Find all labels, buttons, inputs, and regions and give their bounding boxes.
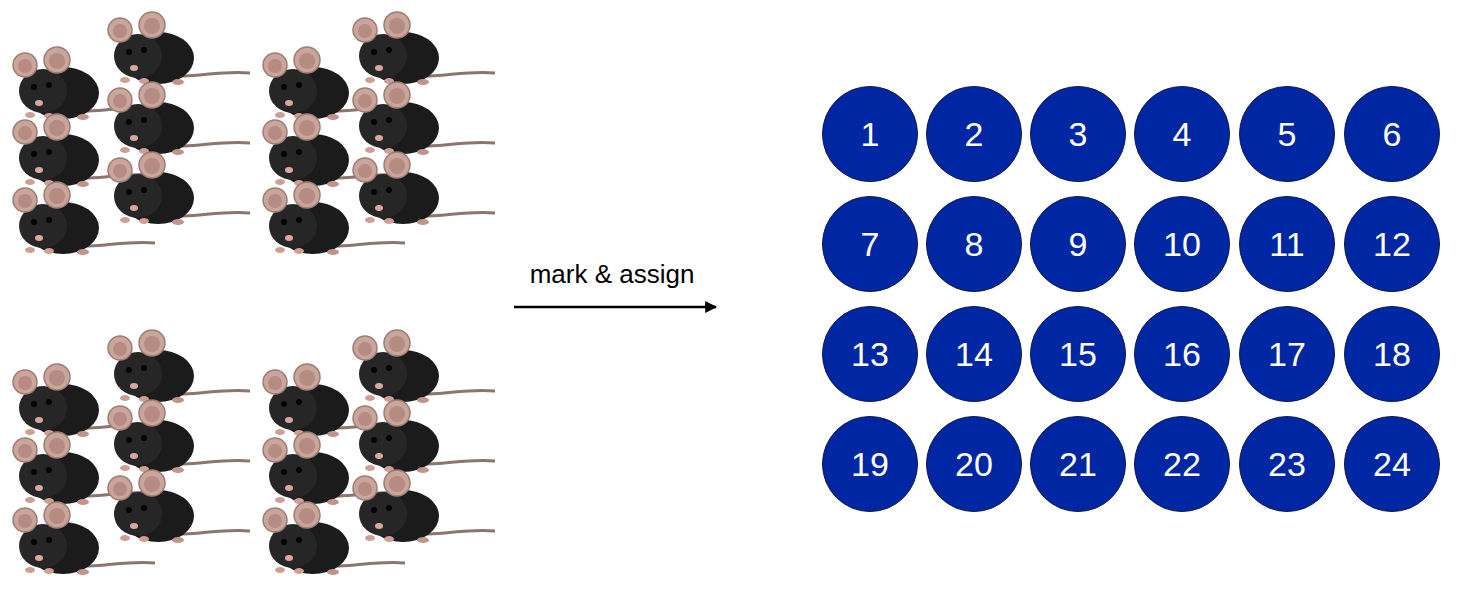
mouse — [108, 330, 250, 403]
group-number: 13 — [851, 337, 889, 371]
group-circle: 14 — [926, 306, 1022, 402]
group-number: 15 — [1059, 337, 1097, 371]
group-circle: 19 — [822, 416, 918, 512]
group-number: 17 — [1268, 337, 1306, 371]
group-number: 4 — [1173, 117, 1192, 151]
group-number: 7 — [861, 227, 880, 261]
group-circle: 9 — [1030, 196, 1126, 292]
group-number: 5 — [1278, 117, 1297, 151]
group-number: 6 — [1383, 117, 1402, 151]
mouse — [13, 182, 155, 255]
group-number: 24 — [1373, 447, 1411, 481]
group-circle: 18 — [1344, 306, 1440, 402]
group-circle: 2 — [926, 86, 1022, 182]
mouse — [108, 400, 250, 473]
group-number: 20 — [955, 447, 993, 481]
mouse — [353, 12, 495, 85]
mouse-group — [13, 12, 495, 255]
group-circle: 6 — [1344, 86, 1440, 182]
process-arrow — [514, 306, 716, 309]
group-circle: 3 — [1030, 86, 1126, 182]
group-number: 10 — [1163, 227, 1201, 261]
group-circle: 24 — [1344, 416, 1440, 512]
group-circle: 15 — [1030, 306, 1126, 402]
group-number: 14 — [955, 337, 993, 371]
group-number: 19 — [851, 447, 889, 481]
group-number: 21 — [1059, 447, 1097, 481]
group-circle: 7 — [822, 196, 918, 292]
group-number: 11 — [1269, 227, 1304, 261]
mouse — [353, 82, 495, 155]
mouse-group — [13, 330, 495, 575]
mouse — [353, 152, 495, 225]
group-circle: 20 — [926, 416, 1022, 512]
mouse — [263, 182, 405, 255]
mouse — [263, 502, 405, 575]
group-circle: 5 — [1239, 86, 1335, 182]
group-circle: 11 — [1239, 196, 1335, 292]
group-number: 22 — [1163, 447, 1201, 481]
group-circle: 10 — [1134, 196, 1230, 292]
group-number: 8 — [965, 227, 984, 261]
mouse — [108, 82, 250, 155]
group-number: 12 — [1373, 227, 1411, 261]
group-circle: 21 — [1030, 416, 1126, 512]
group-circle: 22 — [1134, 416, 1230, 512]
group-circle: 17 — [1239, 306, 1335, 402]
mouse — [13, 502, 155, 575]
group-number: 3 — [1069, 117, 1088, 151]
group-circle: 1 — [822, 86, 918, 182]
group-circle: 13 — [822, 306, 918, 402]
group-circle: 23 — [1239, 416, 1335, 512]
mouse — [108, 152, 250, 225]
mouse — [108, 12, 250, 85]
group-circle: 12 — [1344, 196, 1440, 292]
mouse — [108, 470, 250, 543]
mouse — [353, 400, 495, 473]
arrow-label: mark & assign — [530, 260, 695, 289]
group-number: 1 — [861, 117, 880, 151]
mouse — [353, 330, 495, 403]
group-number: 18 — [1373, 337, 1411, 371]
group-circle: 16 — [1134, 306, 1230, 402]
group-number: 16 — [1163, 337, 1201, 371]
group-number: 2 — [965, 117, 984, 151]
group-circle: 8 — [926, 196, 1022, 292]
group-circle: 4 — [1134, 86, 1230, 182]
mouse — [353, 470, 495, 543]
group-number: 9 — [1069, 227, 1088, 261]
group-number: 23 — [1268, 447, 1306, 481]
